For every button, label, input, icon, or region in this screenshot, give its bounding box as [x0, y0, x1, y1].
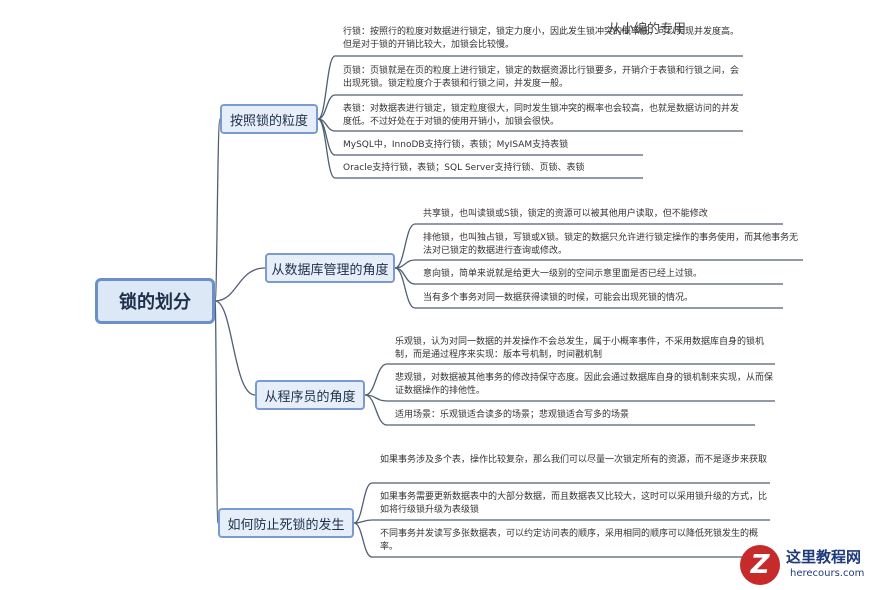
category-to-leaf-connector-3-2	[353, 522, 373, 558]
category-db-management: 从数据库管理的角度	[265, 253, 395, 283]
leaf-page-lock: 页锁：页锁就是在页的粒度上进行锁定，锁定的数据资源比行锁要多，开销介于表锁和行锁…	[343, 66, 740, 89]
leaf-pessimistic-lock: 悲观锁，对数据被其他事务的修改持保守态度。因此会通过数据库自身的锁机制来实现，从…	[395, 373, 774, 396]
leaf-lock-escalation: 如果事务需要更新数据表中的大部分数据，而且数据表又比较大，这时可以采用锁升级的方…	[380, 492, 768, 515]
leaf-lock-all-resources: 如果事务涉及多个表，操作比较复杂，那么我们可以尽量一次锁定所有的资源，而不是逐步…	[380, 455, 768, 465]
leaf-row-lock: 行锁：按照行的粒度对数据进行锁定，锁定力度小，因此发生锁冲突的概率低，可以实现并…	[343, 27, 740, 50]
category-granularity: 按照锁的粒度	[220, 104, 318, 134]
leaf-mysql-support: MySQL中，InnoDB支持行锁，表锁；MyISAM支持表锁	[343, 140, 569, 150]
leaf-access-order: 不同事务并发读写多张数据表，可以约定访问表的顺序，采用相同的顺序可以降低死锁发生…	[380, 529, 759, 552]
leaf-exclusive-lock: 排他锁，也叫独占锁，写锁或X锁。锁定的数据只允许进行锁定操作的事务使用，而其他事…	[423, 233, 799, 256]
watermark-site-url: herecours.com	[790, 568, 865, 579]
leaf-oracle-support: Oracle支持行锁，表锁；SQL Server支持行锁、页锁、表锁	[343, 163, 585, 173]
category-programmer: 从程序员的角度	[255, 380, 365, 410]
category-to-leaf-connector-1-3	[394, 267, 416, 309]
category-to-leaf-connector-2-2	[364, 394, 388, 426]
leaf-optimistic-lock: 乐观锁，认为对同一数据的并发操作不会总发生，属于小概率事件，不采用数据库自身的锁…	[395, 337, 765, 360]
category-to-leaf-connector-1-0	[394, 223, 416, 269]
watermark-logo-icon: Z	[740, 545, 780, 585]
watermark-site-name: 这里教程网	[786, 548, 862, 566]
leaf-read-lock-deadlock: 当有多个事务对同一数据获得读锁的时候，可能会出现死锁的情况。	[423, 293, 694, 303]
category-to-leaf-connector-2-0	[364, 363, 388, 396]
leaf-intention-lock: 意向锁，简单来说就是给更大一级别的空间示意里面是否已经上过锁。	[423, 269, 703, 279]
category-deadlock-prevention: 如何防止死锁的发生	[218, 508, 354, 538]
category-to-leaf-connector-0-0	[317, 55, 336, 120]
category-to-leaf-connector-0-1	[317, 94, 336, 120]
watermark-top-text: 从小编的专用	[608, 22, 687, 37]
category-to-leaf-connector-1-2	[394, 267, 416, 285]
root-node: 锁的划分	[95, 278, 215, 324]
category-to-leaf-connector-0-4	[317, 118, 336, 179]
root-to-category-connector-3	[214, 300, 219, 524]
leaf-shared-lock: 共享锁，也叫读锁或S锁，锁定的资源可以被其他用户读取，但不能修改	[423, 209, 708, 219]
category-to-leaf-connector-3-0	[353, 482, 373, 524]
leaf-use-cases: 适用场景：乐观锁适合读多的场景；悲观锁适合写多的场景	[395, 410, 630, 420]
root-to-category-connector-1	[214, 267, 266, 302]
root-to-category-connector-2	[214, 300, 256, 396]
leaf-table-lock: 表锁：对数据表进行锁定，锁定粒度很大，同时发生锁冲突的概率也会较高，也就是数据访…	[343, 104, 740, 127]
root-to-category-connector-0	[214, 118, 221, 302]
